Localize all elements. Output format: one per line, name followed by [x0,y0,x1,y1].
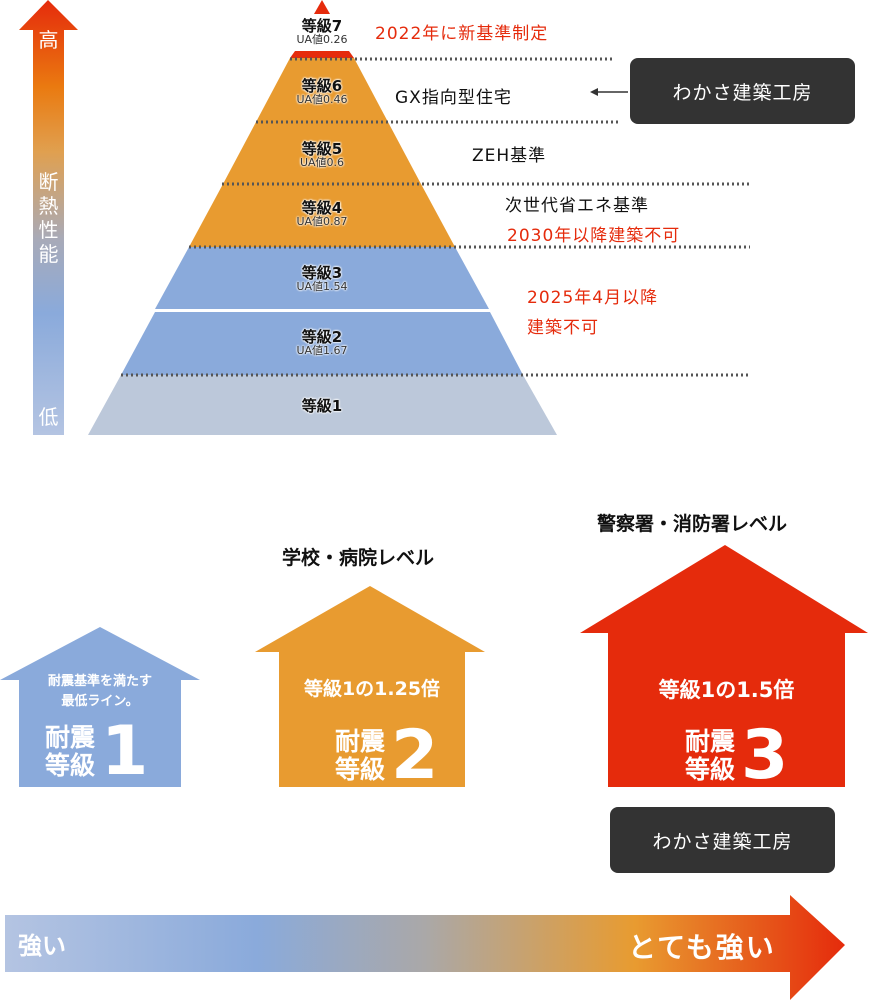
grade1-band [88,375,557,435]
dotted-dividers [121,57,750,377]
strength-high-label: とても強い [628,931,776,964]
grade7-tip [314,0,330,14]
grade3-band [155,247,489,309]
house-1-desc: 耐震基準を満たす最低ライン。 [47,674,152,709]
house-2-title: 学校・病院レベル [282,547,435,569]
house-3 [580,545,868,787]
house-2 [255,586,485,787]
strength-arrow [5,895,845,1000]
insulation-axis-arrow [19,0,78,435]
axis-high: 高 [38,28,59,52]
arrow-left-icon [590,88,598,96]
house-3-title: 警察署・消防署レベル [597,513,788,535]
note-grade3-a: 2025年4月以降 [527,288,659,308]
house-3-desc: 等級1の1.5倍 [658,678,795,702]
house-1 [0,627,200,787]
grade2-band [121,312,523,375]
grade5-band [223,122,421,184]
note-grade4-a: 次世代省エネ基準 [505,196,649,216]
house-2-desc: 等級1の1.25倍 [303,678,441,700]
note-grade7: 2022年に新基準制定 [375,24,549,44]
company-label-seismic: わかさ建築工房 [610,807,835,873]
axis-low: 低 [38,405,59,429]
grade4-band [189,184,455,247]
grade6-band [256,58,388,122]
note-grade6: GX指向型住宅 [395,88,512,108]
level-1: 等級1 [301,397,343,415]
axis-label: 断熱性能 [38,170,59,266]
note-grade4-b: 2030年以降建築不可 [507,226,681,246]
note-grade5: ZEH基準 [472,146,547,166]
grade7-band [290,51,354,58]
company-label-insulation: わかさ建築工房 [630,58,855,124]
note-grade3-b: 建築不可 [527,318,599,338]
strength-low-label: 強い [18,932,66,960]
